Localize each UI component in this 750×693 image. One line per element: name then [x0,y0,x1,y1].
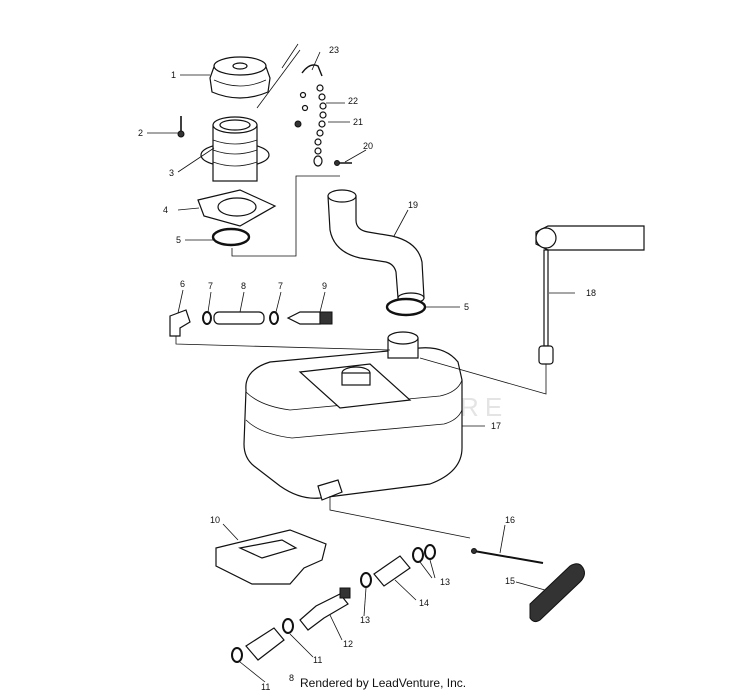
gasket [197,189,277,227]
fuel-line-short [245,627,285,661]
callout-16: 16 [505,515,515,525]
callout-13-upper: 13 [440,577,450,587]
vent-hose [213,311,265,325]
fuel-line-clamps-top [412,544,436,563]
hose-clamp-middle [385,297,427,317]
callout-8-bottom: 8 [289,673,294,683]
fuel-line-clamp-lower [282,618,294,634]
render-credit: Rendered by LeadVenture, Inc. [300,676,466,690]
vent-valve [286,311,333,325]
fuel-line-clamp-middle [360,572,372,588]
callout-4: 4 [163,205,168,215]
callout-2: 2 [138,128,143,138]
callout-17: 17 [491,421,501,431]
callout-20: 20 [363,141,373,151]
callout-7-left: 7 [208,281,213,291]
callout-12: 12 [343,639,353,649]
fuel-filter [299,587,351,631]
callout-5-top: 5 [176,235,181,245]
callout-11-bottom: 11 [261,682,270,692]
fuel-line-long [373,555,411,587]
callout-15: 15 [505,576,515,586]
callout-11-middle: 11 [313,655,322,665]
callout-labels: 1 2 3 4 5 5 6 7 7 8 8 9 10 11 11 12 13 1… [138,45,596,692]
callout-21: 21 [353,117,363,127]
callout-9: 9 [322,281,327,291]
fuel-tank [243,331,463,501]
screw [177,116,185,138]
filler-cap [209,56,271,99]
callout-1: 1 [171,70,176,80]
callout-5-middle: 5 [464,302,469,312]
callout-18: 18 [586,288,596,298]
callout-22: 22 [348,96,358,106]
pin [471,548,544,564]
foam-sleeve [529,563,585,623]
callout-13-lower: 13 [360,615,370,625]
callout-6: 6 [180,279,185,289]
vent-elbow-fitting [169,309,191,337]
filler-neck [200,116,270,182]
chain-screw [334,160,352,166]
hose-clamp-top [211,227,251,247]
callout-8-top: 8 [241,281,246,291]
callout-23: 23 [329,45,339,55]
callout-19: 19 [408,200,418,210]
cap-retainer-chain [294,64,327,167]
leader-lines [147,43,575,683]
vent-clamp-left [202,311,212,325]
fuel-line-clamp-bottom [231,647,243,663]
callout-14: 14 [419,598,429,608]
callout-7-right: 7 [278,281,283,291]
vent-clamp-right [269,311,279,325]
fuel-gauge-sender [535,225,645,365]
tank-bracket [215,529,327,585]
callout-3: 3 [169,168,174,178]
callout-10: 10 [210,515,220,525]
